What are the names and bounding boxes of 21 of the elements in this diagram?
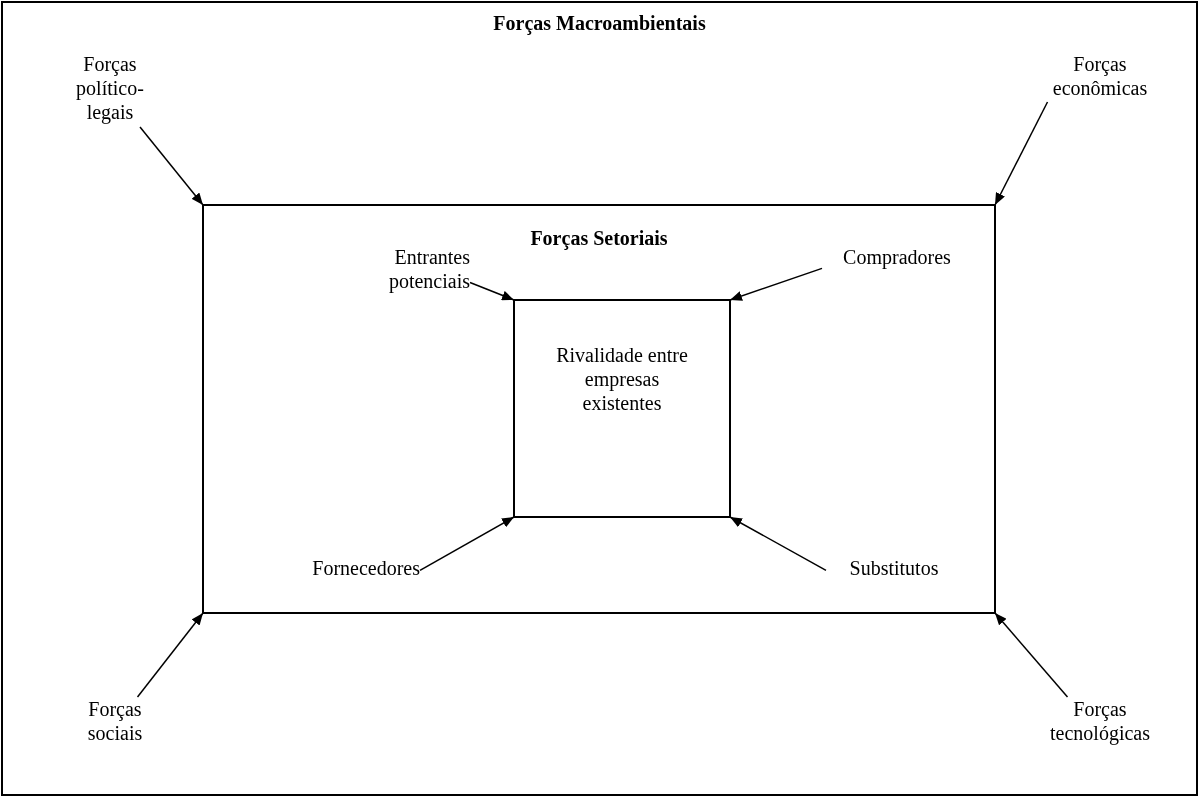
arrow <box>139 126 204 206</box>
arrow <box>729 267 823 301</box>
arrow <box>994 101 1049 206</box>
arrow <box>136 612 204 698</box>
arrow <box>994 612 1069 698</box>
arrow <box>469 281 515 301</box>
force-label: Forças político-legais <box>60 52 160 127</box>
force-label: Forças econômicas <box>1025 52 1175 102</box>
arrow <box>419 516 515 572</box>
frame-title: Forças Macroambientais <box>493 11 706 35</box>
arrow <box>729 516 827 572</box>
force-label: Entrantes potenciais <box>330 245 470 295</box>
box-text: Rivalidade entre empresas existentes <box>555 343 689 415</box>
force-label: Fornecedores <box>268 556 420 582</box>
center-box <box>513 299 731 518</box>
inner-frame <box>202 204 996 614</box>
frame-title: Forças Setoriais <box>530 226 668 250</box>
force-label: Forças sociais <box>70 697 160 747</box>
force-label: Forças tecnológicas <box>1035 697 1165 747</box>
force-label: Substitutos <box>826 556 962 582</box>
force-label: Compradores <box>822 245 972 271</box>
